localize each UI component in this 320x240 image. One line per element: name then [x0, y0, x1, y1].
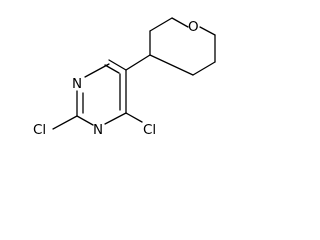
bond-n3-c4	[104, 112, 127, 125]
bond-c2-cl	[52, 115, 78, 130]
bond-oxane-c5-c4	[192, 61, 216, 76]
bond-n1-c6	[84, 63, 110, 78]
atom-label-o: O	[188, 19, 199, 35]
bond-c2-n3	[76, 115, 94, 126]
atom-label-n: N	[72, 76, 82, 92]
chemical-structure-diagram: N N O Cl Cl	[33, 17, 216, 138]
bond-oxane-o-c6	[199, 26, 216, 36]
bond-oxane-c3-c2	[149, 17, 173, 32]
atom-label-cl: Cl	[33, 122, 46, 138]
bond-c5-oxane	[125, 54, 151, 71]
bond-oxane-c4-c3b	[149, 54, 194, 76]
bond-c5-c6	[108, 59, 127, 71]
bond-c4-cl	[125, 112, 143, 123]
bond-c5-c6-inner	[104, 64, 120, 74]
bond-oxane-c2-o	[171, 17, 189, 28]
atom-label-cl: Cl	[143, 122, 156, 138]
atom-label-n: N	[93, 122, 103, 138]
